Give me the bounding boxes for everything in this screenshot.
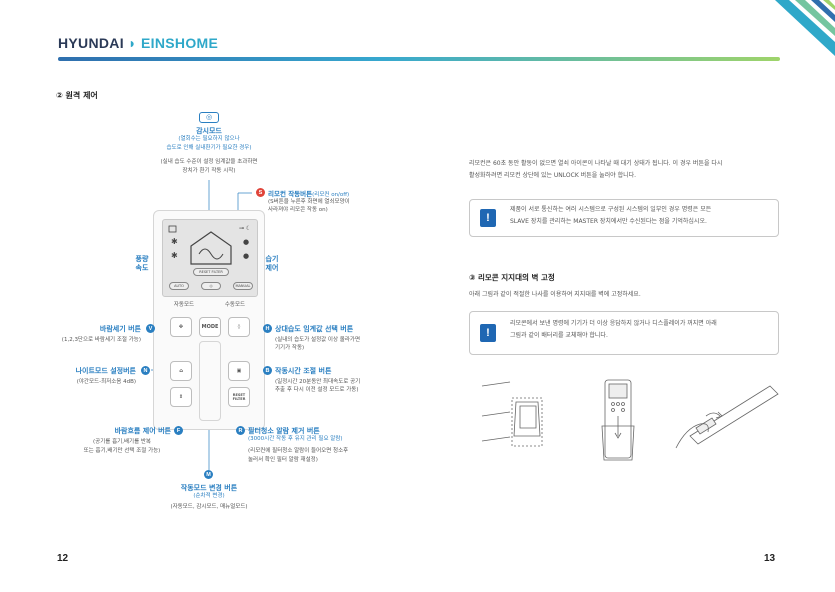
power-desc1: (S버튼을 누른후 화면에 열쇠모양이 xyxy=(268,199,350,205)
svg-text:●: ● xyxy=(243,252,249,260)
humidity-title: 상대습도 임계값 선택 버튼 xyxy=(275,325,354,333)
intro-paragraph: 리모컨은 60초 동안 활동이 없으면 열쇠 아이콘이 나타날 때 대기 상태가… xyxy=(469,160,723,179)
warning-icon: ! xyxy=(480,209,496,227)
fan-desc: (1,2,3단으로 바람세기 조절 가능) xyxy=(61,337,141,343)
power-badge: S xyxy=(256,188,265,197)
flow-badge: F xyxy=(174,426,183,435)
mode-title: 작동모드 변경 버튼 xyxy=(180,484,238,492)
filter-desc2: 눌러서 확인 필터 알람 재설정) xyxy=(248,457,318,463)
svg-text:●: ● xyxy=(243,238,249,246)
surveillance-desc2: 장치가 환기 작동 시작) xyxy=(182,168,236,174)
remote-control: ✱ ✱ ● ● ⊸ ☾ RESET FILTER AUTO ◎ MANUAL ✤… xyxy=(153,210,265,430)
flow-title: 바람흐름 제어 버튼 xyxy=(114,427,171,435)
fan-badge: V xyxy=(146,324,155,333)
lcd-auto-label: AUTO xyxy=(169,282,189,290)
surveillance-icon: ◎ xyxy=(199,112,219,123)
fan-speed-button[interactable]: ✤ xyxy=(170,317,192,337)
manual-mode-label: 수동모드 xyxy=(224,302,246,308)
mode-desc: (자동모드, 감시모드, 매뉴얼모드) xyxy=(170,504,248,510)
installation-illustrations xyxy=(481,379,779,461)
power-title: 리모컨 작동버튼(리모컨 on/off) xyxy=(268,190,350,198)
night-badge: N xyxy=(141,366,150,375)
page-number-right: 13 xyxy=(764,553,776,564)
header-gradient-bar xyxy=(58,57,780,61)
filter-title: 필터청소 알람 제거 버튼 xyxy=(248,427,320,435)
humidity-desc1: (실내의 습도가 설정값 이상 올라가면 xyxy=(275,337,361,343)
timer-title: 작동시간 조절 버튼 xyxy=(275,367,332,375)
humidity-desc2: 기기가 작동) xyxy=(275,345,305,351)
filter-title2: (3000시간 작동 후 유지 관리 필요 알람) xyxy=(248,436,343,442)
svg-text:⊸ ☾: ⊸ ☾ xyxy=(239,225,251,232)
svg-text:✱: ✱ xyxy=(171,237,178,246)
night-desc: (야간모드-최저소음 4dB) xyxy=(76,379,136,385)
note-battery-text: 리모콘에서 보낸 명령에 기기가 더 이상 응답하지 않거나 디스플레이가 꺼지… xyxy=(510,320,717,339)
svg-text:✱: ✱ xyxy=(171,251,178,260)
section-title-wall-mount: ③ 리모콘 지지대의 벽 고정 xyxy=(469,273,555,282)
humidity-button[interactable]: ◊ xyxy=(228,317,250,337)
surveillance-sub2: 습도로 인해 실내환기가 필요한 경우) xyxy=(166,145,252,151)
page-number-left: 12 xyxy=(57,553,69,564)
remote-lcd: ✱ ✱ ● ● ⊸ ☾ RESET FILTER AUTO ◎ MANUAL xyxy=(162,219,258,297)
timer-desc2: 추출 후 다시 이전 설정 모드로 가동) xyxy=(275,387,359,393)
remote-in-holder-illustration xyxy=(601,379,635,461)
note-master-text: 제품이 서로 통신하는 여러 시스템으로 구성된 시스템의 일부인 경우 명령은… xyxy=(510,206,712,225)
air-flow-button[interactable]: ⇕ xyxy=(170,387,192,407)
mode-button[interactable]: MODE xyxy=(199,317,221,337)
surveillance-title: 감시모드 xyxy=(196,127,222,135)
surveillance-sub1: (열회수는 필요하지 않으나 xyxy=(178,136,240,142)
filter-desc1: (리모컨에 필터청소 알람이 들어오면 청소후 xyxy=(248,448,349,454)
note-box-battery: ! 리모콘에서 보낸 명령에 기기가 더 이상 응답하지 않거나 디스플레이가 … xyxy=(469,311,779,355)
timer-button[interactable]: ▣ xyxy=(228,361,250,381)
section-title-remote: ② 원격 제어 xyxy=(56,91,98,100)
brand-logo: HYUNDAI ◗ EINSHOME xyxy=(58,35,219,51)
lcd-surveillance-label: ◎ xyxy=(201,282,221,290)
flow-desc1: (공기를 흡기,배기를 반복 xyxy=(93,439,151,445)
mode-title2: (순차적 변경) xyxy=(193,493,225,499)
wall-bracket-illustration xyxy=(481,381,543,447)
timer-badge: B xyxy=(263,366,272,375)
wall-mount-desc: 아래 그림과 같이 적절한 나사를 이용하여 지지대를 벽에 고정하세요. xyxy=(469,291,641,298)
fan-speed-title: 바람세기 버튼 xyxy=(99,325,141,333)
corner-stripes xyxy=(775,0,835,56)
battery-replacement-illustration xyxy=(675,385,779,449)
reset-filter-button[interactable]: RESET FILTER xyxy=(228,387,250,407)
night-title: 나이트모드 설정버튼 xyxy=(75,367,136,375)
surveillance-desc1: (실내 습도 수준이 설정 임계값을 초과하면 xyxy=(160,159,258,165)
flow-desc2: 또는 흡기,배기만 선택 조절 가능) xyxy=(83,448,161,454)
auto-mode-label: 자동모드 xyxy=(173,302,195,308)
lcd-reset-filter-label: RESET FILTER xyxy=(193,268,229,276)
night-mode-button[interactable]: ⌂ xyxy=(170,361,192,381)
warning-icon: ! xyxy=(480,324,496,342)
lcd-manual-label: MANUAL xyxy=(233,282,253,290)
humidity-badge: H xyxy=(263,324,272,333)
mode-badge: M xyxy=(204,470,213,479)
lcd-icons: ✱ ✱ ● ● ⊸ ☾ xyxy=(168,225,251,265)
power-desc2: 사라져야 리모콘 작동 on) xyxy=(268,207,328,213)
timer-desc1: (일정시간 20분동안 최대속도로 공기 xyxy=(275,379,361,385)
remote-center-column xyxy=(199,341,221,421)
filter-badge: R xyxy=(236,426,245,435)
note-box-master: ! 제품이 서로 통신하는 여러 시스템으로 구성된 시스템의 일부인 경우 명… xyxy=(469,199,779,237)
